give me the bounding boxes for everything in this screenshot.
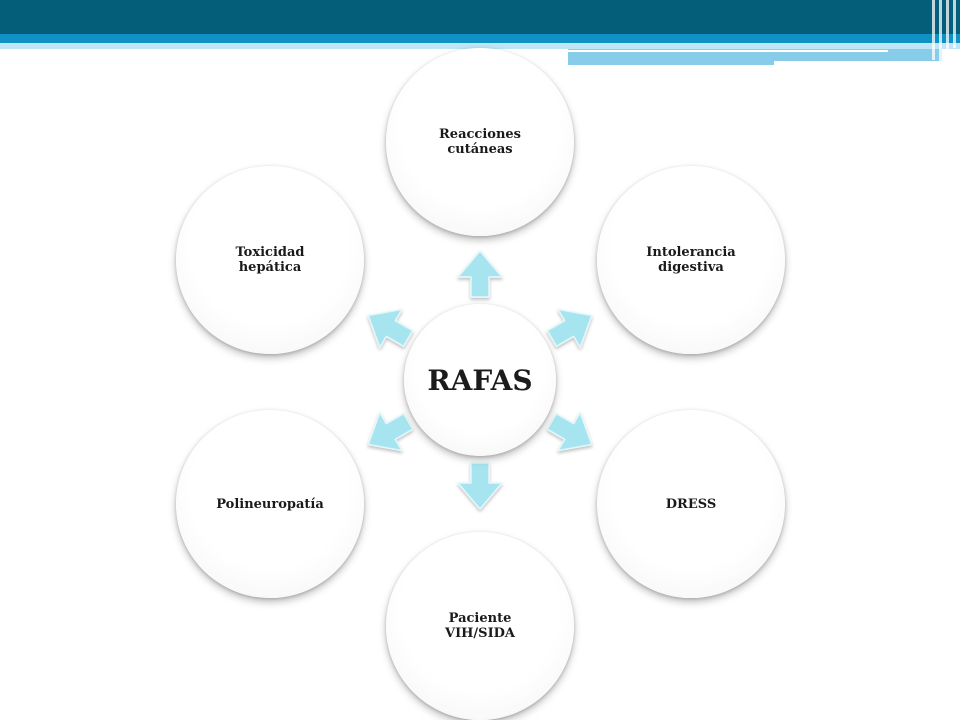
node-intolerancia-digestiva: Intolerancia digestiva: [597, 166, 785, 354]
banner-accent-strip: [568, 49, 942, 61]
node-label-line: Intolerancia: [646, 245, 736, 260]
node-reacciones-cutaneas: Reacciones cutáneas: [386, 48, 574, 236]
banner-stripe-mid: [0, 34, 960, 43]
arrow-to-bottom: [457, 462, 503, 510]
node-dress: DRESS: [597, 410, 785, 598]
node-label-line: hepática: [238, 260, 302, 275]
banner-accent-strip-small: [568, 61, 774, 65]
banner-stripe-light: [0, 43, 960, 49]
center-label: RAFAS: [427, 363, 533, 397]
arrow-to-bottom-right: [540, 401, 604, 465]
banner-vertical-bar: [939, 0, 942, 66]
arrow-to-top: [457, 250, 503, 298]
node-label-line: Toxicidad: [235, 245, 305, 260]
node-paciente-vih-sida: Paciente VIH/SIDA: [386, 532, 574, 720]
arrow-to-bottom-left: [356, 401, 420, 465]
node-label-line: Paciente: [448, 611, 512, 626]
node-label-line: VIH/SIDA: [444, 626, 516, 641]
node-toxicidad-hepatica: Toxicidad hepática: [176, 166, 364, 354]
node-label-line: Reacciones: [439, 127, 521, 142]
top-banner: [0, 0, 960, 34]
node-label-line: cutáneas: [447, 142, 513, 157]
arrow-to-top-right: [540, 295, 604, 359]
node-label-line: DRESS: [665, 496, 717, 512]
banner-vertical-bar: [932, 0, 935, 60]
banner-vertical-bar: [946, 0, 949, 56]
node-polineuropatia: Polineuropatía: [176, 410, 364, 598]
banner-highlight-line: [568, 50, 888, 52]
node-label-line: digestiva: [658, 260, 724, 275]
node-center-rafas: RAFAS: [404, 304, 556, 456]
banner-vertical-bar: [953, 0, 956, 48]
node-label-line: Polineuropatía: [216, 496, 324, 512]
